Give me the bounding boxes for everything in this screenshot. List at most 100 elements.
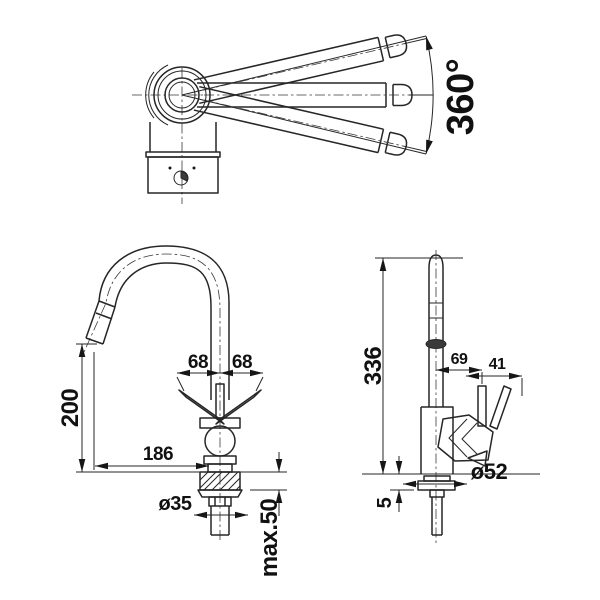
block-band [145, 151, 221, 158]
dim-68-arrow-center-left [207, 369, 220, 377]
body-outline-side [420, 406, 454, 474]
body-collar [203, 455, 237, 465]
threaded-rod-side [431, 497, 443, 536]
dimension-base-plate-height: 5 [374, 456, 414, 512]
dim-68-arrow-center-right [220, 369, 233, 377]
spout-tube-centerline [203, 43, 404, 91]
dim-52-arrow-left [403, 480, 416, 488]
block-body [147, 156, 219, 194]
block-neck [149, 122, 217, 152]
dimension-lever-offset: 41 [466, 356, 523, 396]
dim-186-label: 186 [143, 444, 173, 465]
spout-position-lower [193, 85, 427, 156]
dim-max50-label: max.50 [256, 499, 283, 578]
lever-right [215, 389, 262, 425]
dim-69-label: 69 [451, 351, 468, 368]
dim-186-arrow-left [95, 462, 108, 470]
dim-200-arrow-top [78, 344, 86, 357]
spout-position-upper [193, 34, 427, 105]
dim-max50-arrow-bottom [275, 490, 283, 503]
dim-68-left-label: 68 [188, 352, 208, 373]
swivel-arc-dimension: 360° [425, 35, 482, 155]
lever-vertical-side [477, 385, 487, 427]
spout-position-middle [197, 82, 433, 108]
dim-200-arrow-bottom [78, 459, 86, 472]
dimension-max-counter-thickness: max.50 [250, 452, 287, 577]
spout-tube-centerline [203, 99, 404, 147]
hub-inner-ring [164, 77, 200, 113]
dim-35-arrow-left [194, 511, 207, 519]
dimension-total-height: 336 [360, 257, 463, 474]
dimension-base-diameter: ø52 [403, 459, 508, 488]
dim-336-arrow-bottom [379, 461, 387, 474]
mounting-block [145, 122, 221, 194]
dim-41-arrow-left [466, 372, 479, 380]
dimension-spout-to-lever: 69 [436, 351, 483, 384]
spray-head [85, 300, 116, 345]
top-view: 360° [132, 34, 482, 204]
dim-336-arrow-top [379, 258, 387, 271]
dim-336-lines [375, 257, 463, 474]
block-dot-right [192, 166, 196, 170]
arc-arrow-bottom [426, 139, 433, 154]
side-view: 336 69 41 ø52 5 [360, 250, 540, 545]
mounting-hardware-side [417, 475, 456, 536]
valve-chevrons [448, 418, 478, 458]
dim-5-label: 5 [374, 497, 396, 508]
dim-5-arrow-bottom [395, 490, 403, 503]
lever-tilted-side [489, 385, 512, 430]
faucet-body-side [420, 385, 512, 474]
dim-max50-arrow-top [275, 459, 283, 472]
dimension-handle-span: 68 68 [176, 352, 264, 392]
dimension-hole-diameter: ø35 [159, 493, 248, 519]
spout-centerline [83, 253, 221, 540]
valve-wedge [467, 450, 488, 467]
dim-52-label: ø52 [471, 459, 508, 484]
fixing-screw-slot [180, 171, 189, 182]
valve-housing [437, 414, 494, 462]
dim-68-arrow-right [250, 369, 263, 377]
dim-41-arrow-right [509, 372, 522, 380]
dim-186-lines [93, 352, 209, 470]
dim-200-label: 200 [57, 389, 84, 428]
shank-flange [197, 489, 243, 498]
dimension-outlet-height: 200 [57, 343, 97, 472]
dim-69-arrow-left [436, 366, 449, 374]
dim-336-label: 336 [360, 347, 387, 386]
dim-68-arrow-left [177, 369, 190, 377]
dim-41-lines [466, 375, 523, 396]
dim-200-lines [76, 343, 97, 472]
block-dot-left [168, 166, 172, 170]
hub-rear-arcs [145, 64, 169, 126]
threaded-rod [210, 506, 230, 536]
gooseneck-spout-outline [98, 245, 230, 400]
swivel-angle-legs [181, 35, 427, 155]
lever-left [178, 389, 225, 425]
mounting-nut [208, 496, 232, 507]
body-shoulder [199, 417, 241, 429]
spray-head-outline [85, 300, 116, 345]
mounting-hardware-front [197, 471, 243, 536]
base-collar [429, 489, 445, 498]
base-plate [417, 480, 456, 491]
hub-outer-circle [153, 66, 211, 124]
dim-52-arrow-right [454, 480, 467, 488]
dim-5-arrow-top [395, 461, 403, 474]
arc-arrow-top [426, 36, 433, 51]
hub-ring [157, 70, 207, 120]
front-view: 68 68 200 186 ø35 max. [57, 245, 287, 577]
dim-41-label: 41 [489, 356, 506, 373]
dim-35-arrow-right [235, 511, 248, 519]
swivel-angle-label: 360° [440, 59, 482, 136]
dim-68-right-label: 68 [232, 352, 252, 373]
shank-hatching [199, 471, 241, 491]
spout-tube-extension [403, 38, 427, 45]
spray-head-bands-side [429, 302, 443, 319]
dimension-spout-reach: 186 [93, 352, 209, 470]
dim-35-label: ø35 [159, 493, 192, 515]
spout-tube-extension [403, 145, 427, 152]
dim-69-arrow-right [469, 366, 482, 374]
hub-bore [168, 81, 196, 109]
